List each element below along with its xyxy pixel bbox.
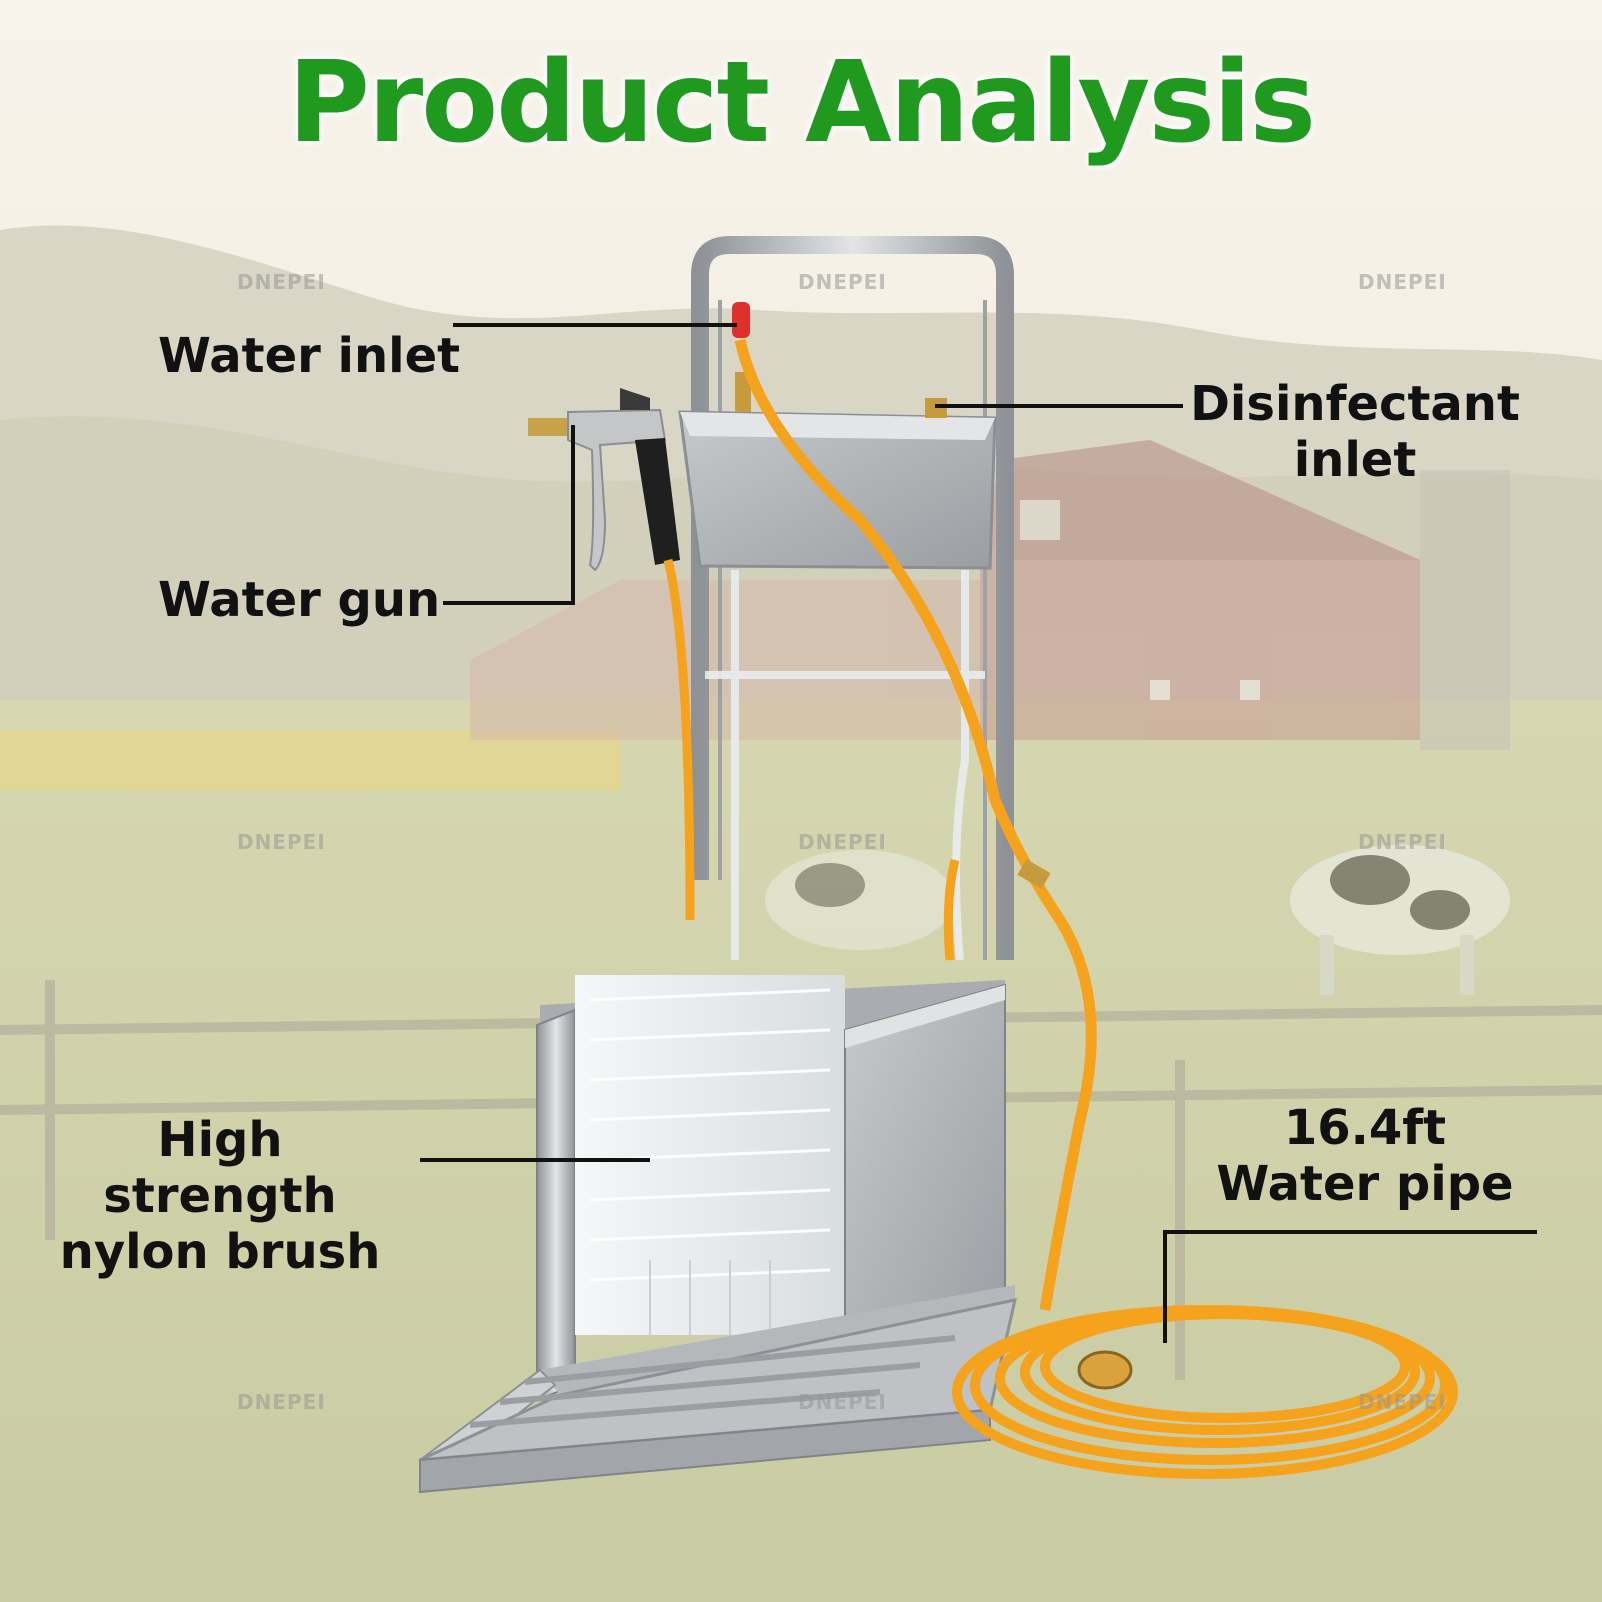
line-water-pipe: [1163, 1230, 1537, 1343]
label-disinfectant-line1: Disinfectant: [1190, 376, 1520, 432]
handle-frame: [691, 236, 1014, 960]
gun-hose: [663, 558, 695, 921]
label-water-pipe-line1: 16.4ft: [1283, 1100, 1447, 1156]
hose-coupler: [1077, 1350, 1133, 1390]
label-disinfectant-inlet: Disinfectant inlet: [1190, 376, 1520, 488]
page-title: Product Analysis: [287, 38, 1316, 168]
cow-left: [765, 850, 955, 950]
label-disinfectant-line2: inlet: [1293, 432, 1417, 488]
label-water-pipe-line2: Water pipe: [1216, 1156, 1514, 1212]
cow-right: [1290, 845, 1510, 995]
watermark: DNEPEI: [1358, 270, 1447, 294]
watermark: DNEPEI: [237, 830, 326, 854]
coiled-hose: [952, 1305, 1458, 1479]
line-water-gun: [443, 425, 575, 605]
watermark: DNEPEI: [1358, 1390, 1447, 1414]
water-gun: [528, 388, 695, 921]
watermark: DNEPEI: [798, 830, 887, 854]
clear-tubes: [705, 570, 985, 961]
watermark: DNEPEI: [237, 1390, 326, 1414]
label-water-pipe: 16.4ft Water pipe: [1200, 1100, 1530, 1212]
callout-lines: [420, 323, 1537, 1343]
red-valve: [732, 302, 750, 338]
watermark: DNEPEI: [1358, 830, 1447, 854]
label-water-inlet: Water inlet: [158, 328, 461, 384]
watermark: DNEPEI: [798, 270, 887, 294]
barn: [470, 440, 1510, 750]
brush-left-panel: [536, 1008, 576, 1402]
label-nylon-brush-line1: High strength: [103, 1112, 337, 1224]
watermark: DNEPEI: [237, 270, 326, 294]
nylon-brush: [575, 975, 845, 1335]
label-nylon-brush: High strength nylon brush: [40, 1112, 400, 1280]
label-nylon-brush-line2: nylon brush: [59, 1224, 381, 1280]
watermark: DNEPEI: [798, 1390, 887, 1414]
label-water-gun: Water gun: [158, 572, 441, 628]
hose-main: [734, 338, 1097, 1311]
